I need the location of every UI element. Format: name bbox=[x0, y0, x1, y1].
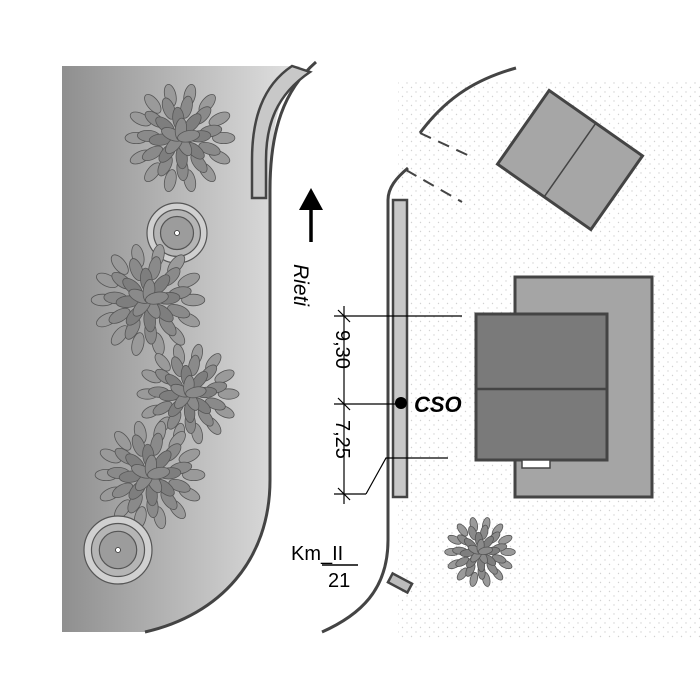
north-arrow-icon bbox=[299, 188, 323, 242]
main-building bbox=[474, 312, 609, 462]
access-dash-1 bbox=[419, 132, 475, 159]
building-icon bbox=[495, 88, 645, 232]
km-label-top: Km_II bbox=[291, 543, 343, 565]
km-label-bottom: 21 bbox=[328, 570, 350, 592]
building-entrance bbox=[521, 459, 551, 469]
kerb-strip bbox=[391, 198, 409, 499]
road-island bbox=[250, 64, 313, 200]
tree-icon bbox=[90, 244, 206, 356]
dimension-bottom-label: 7,25 bbox=[331, 420, 353, 459]
dimension-lines bbox=[334, 306, 462, 504]
road-edge-left bbox=[144, 60, 317, 634]
dimension-top-label: 9,30 bbox=[331, 330, 353, 369]
tree-icon bbox=[444, 517, 516, 587]
point-label: CSO bbox=[414, 392, 462, 417]
road-edge-right-top bbox=[418, 66, 517, 134]
direction-label: Rieti bbox=[289, 264, 312, 307]
vegetation bbox=[83, 84, 516, 587]
km-stone bbox=[386, 571, 414, 595]
tree-icon bbox=[94, 421, 206, 529]
tree-icon bbox=[124, 84, 236, 192]
survey-point-icon bbox=[395, 397, 407, 409]
access-dash-2 bbox=[405, 169, 463, 203]
shrub-icon bbox=[83, 515, 153, 585]
tree-icon bbox=[136, 343, 240, 445]
road-edge-right bbox=[321, 166, 409, 634]
